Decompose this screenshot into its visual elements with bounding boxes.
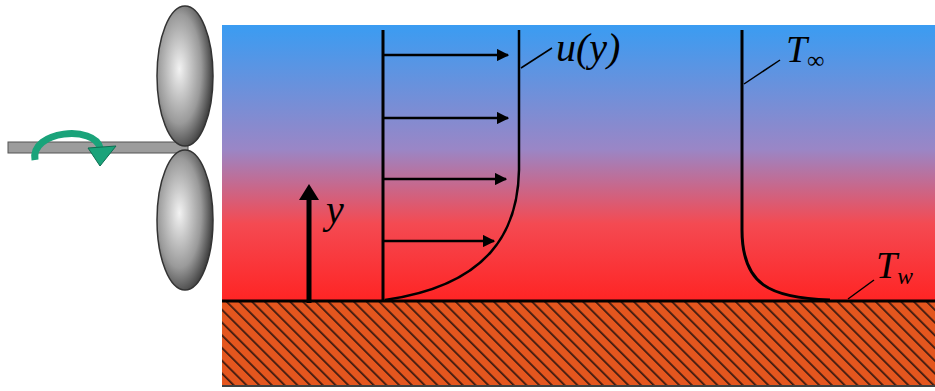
velocity-profile [385,30,519,300]
velocity-label: u(y) [556,28,620,68]
fluid-region [222,25,935,301]
leader-line [521,48,552,68]
fan-blade [157,150,213,290]
fan-blade [157,6,213,146]
free-stream-temperature-label: T∞ [786,30,824,72]
rotation-arrow [35,134,100,160]
y-arrowhead [299,184,319,200]
y-axis [307,198,312,303]
wall-temperature-label: Tw [876,246,913,288]
heated-wall [222,301,935,385]
temperature-profile [742,30,830,300]
wall-bottom [222,385,935,387]
axis-label: y [326,190,344,230]
leader-line [848,280,874,299]
profile-axis [382,30,385,301]
velocity-arrows [383,55,508,241]
leader-line [744,60,780,84]
rotation-arrowhead [88,146,116,166]
